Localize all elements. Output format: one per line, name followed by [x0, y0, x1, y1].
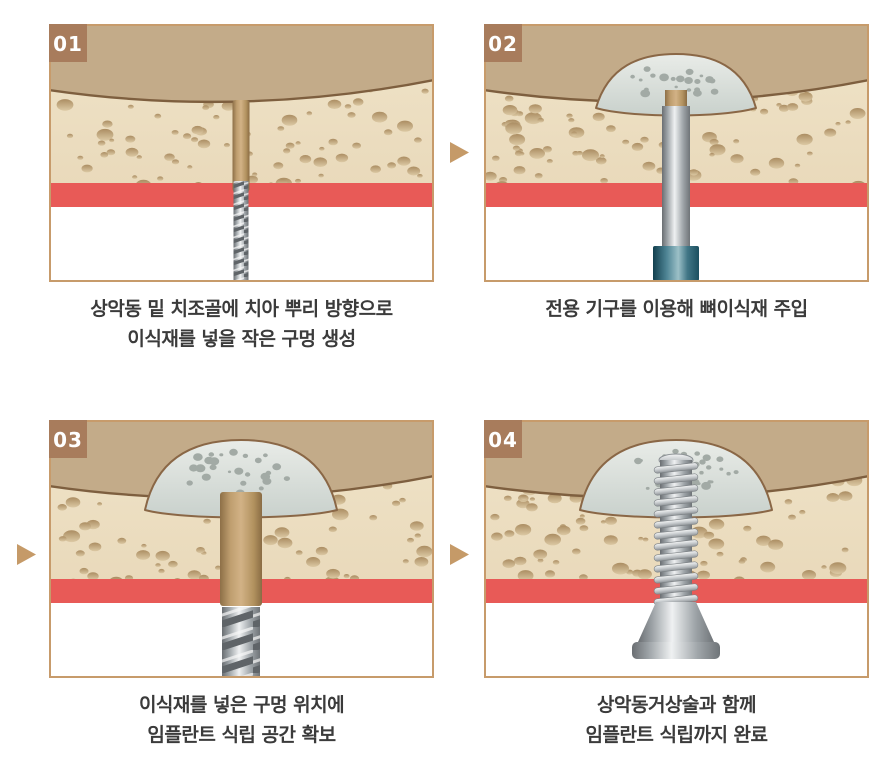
next-step-arrow-2	[17, 544, 36, 565]
right-arrow-icon	[450, 142, 469, 163]
caption-line: 이식재를 넣을 작은 구멍 생성	[127, 328, 356, 350]
sinus-region	[49, 24, 434, 102]
step-04-panel: 04	[484, 420, 869, 678]
step-number: 01	[53, 32, 83, 56]
next-step-arrow-1	[450, 142, 469, 163]
injector-shaft	[662, 106, 690, 248]
step-number: 04	[488, 428, 518, 452]
drill-screw-threads	[222, 607, 260, 678]
implant-threads	[653, 462, 699, 606]
implant-abutment-collar	[632, 642, 720, 659]
panel-border	[484, 24, 869, 282]
right-arrow-icon	[450, 544, 469, 565]
step-02-panel: 02	[484, 24, 869, 282]
right-arrow-icon	[17, 544, 36, 565]
step-03-illustration: 03	[49, 420, 434, 678]
step-01-caption: 상악동 밑 치조골에 치아 뿌리 방향으로 이식재를 넣을 작은 구멍 생성	[49, 294, 434, 354]
step-badge	[484, 24, 522, 62]
next-step-arrow-3	[450, 544, 469, 565]
implant-site-rod	[220, 492, 262, 606]
step-02-caption: 전용 기구를 이용해 뼈이식재 주입	[484, 294, 869, 324]
step-badge	[49, 24, 87, 62]
caption-line: 전용 기구를 이용해 뼈이식재 주입	[545, 298, 808, 320]
caption-line: 상악동거상술과 함께	[597, 694, 756, 716]
step-badge	[49, 420, 87, 458]
step-01-illustration: 01	[49, 24, 434, 282]
implant-abutment-cone	[638, 602, 714, 642]
step-02-illustration: 02	[484, 24, 869, 282]
caption-line: 임플란트 식립 공간 확보	[147, 724, 336, 746]
step-01-panel: 01	[49, 24, 434, 282]
step-04-caption: 상악동거상술과 함께 임플란트 식립까지 완료	[484, 690, 869, 750]
panel-border	[49, 420, 434, 678]
caption-line: 상악동 밑 치조골에 치아 뿌리 방향으로	[90, 298, 393, 320]
graft-particles	[630, 66, 719, 98]
caption-line: 임플란트 식립까지 완료	[585, 724, 768, 746]
step-04-illustration: 04	[484, 420, 869, 678]
step-03-caption: 이식재를 넣은 구멍 위치에 임플란트 식립 공간 확보	[49, 690, 434, 750]
step-badge	[484, 420, 522, 458]
step-03-panel: 03	[49, 420, 434, 678]
injector-handle	[653, 246, 699, 281]
implant-screw	[632, 453, 720, 659]
pilot-hole-rod	[232, 100, 250, 192]
step-number: 03	[53, 428, 83, 452]
caption-line: 이식재를 넣은 구멍 위치에	[138, 694, 345, 716]
panel-border	[484, 420, 869, 678]
panel-border	[49, 24, 434, 282]
drill-screw-threads	[233, 181, 249, 282]
step-number: 02	[488, 32, 518, 56]
